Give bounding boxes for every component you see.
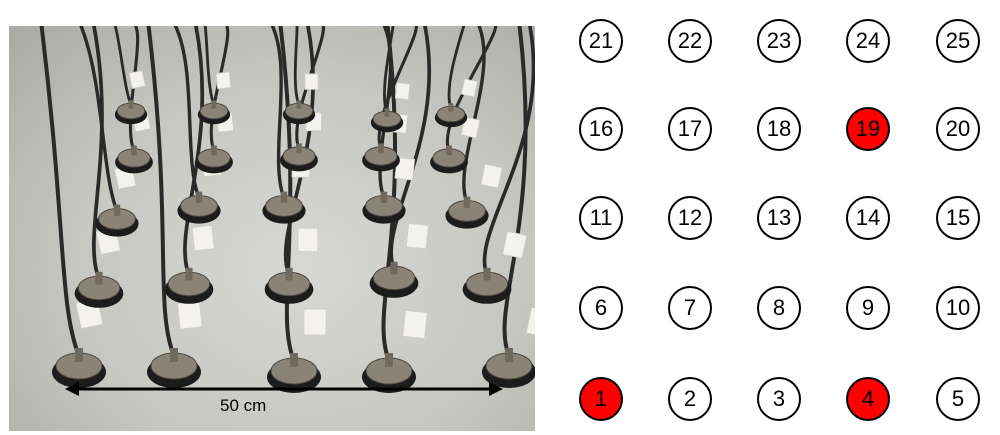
- electrode-4-highlighted: 4: [846, 377, 890, 421]
- electrode-23: 23: [757, 19, 801, 63]
- sensor-connector: [128, 100, 134, 109]
- electrode-1-highlighted: 1: [579, 377, 623, 421]
- sensor-connector: [446, 145, 452, 156]
- sensor-wire: [462, 26, 486, 204]
- electrode-19-highlighted: 19: [846, 107, 890, 151]
- sensor-array-drawing: [39, 26, 535, 396]
- electrode-2: 2: [668, 377, 712, 421]
- sensor-wire: [278, 26, 296, 362]
- sensor-tag: [460, 78, 478, 98]
- sensor-wire: [293, 26, 301, 106]
- electrode-24: 24: [846, 19, 890, 63]
- electrode-15: 15: [936, 196, 980, 240]
- sensor-connector: [505, 348, 513, 362]
- sensor-tag: [128, 70, 146, 90]
- sensor-wire: [482, 26, 535, 276]
- sensor-wire: [447, 26, 466, 109]
- sensor-wire: [381, 26, 397, 362]
- electrode-9: 9: [846, 286, 890, 330]
- electrode-3: 3: [757, 377, 801, 421]
- sensor-connector: [296, 100, 302, 109]
- sensor-tag: [460, 116, 481, 139]
- electrode-12: 12: [668, 196, 712, 240]
- sensor-tag: [525, 306, 535, 338]
- sensor-connector: [463, 196, 471, 208]
- electrode-6: 6: [579, 286, 623, 330]
- sensor-tag: [394, 82, 411, 100]
- sensor-tag: [480, 163, 503, 189]
- sensor-connector: [384, 108, 390, 117]
- sensor-connector: [211, 145, 217, 156]
- electrode-5: 5: [936, 377, 980, 421]
- sensor-connector: [483, 267, 491, 281]
- sensor-tag: [191, 225, 215, 252]
- electrode-14: 14: [846, 196, 890, 240]
- sensor-tag: [297, 227, 319, 252]
- sensor-connector: [285, 267, 293, 281]
- sensor-tag: [215, 71, 232, 90]
- sensor-connector: [211, 100, 217, 109]
- sensor-connector: [95, 271, 103, 285]
- sensor-connector: [185, 267, 193, 281]
- sensor-connector: [385, 353, 393, 367]
- sensor-tag: [394, 157, 416, 181]
- sensor-wire: [203, 26, 216, 106]
- electrode-7: 7: [668, 286, 712, 330]
- sensor-tag: [502, 230, 528, 259]
- scale-bar-right-arrowhead: [489, 382, 503, 396]
- electrode-18: 18: [757, 107, 801, 151]
- sensor-tag: [304, 73, 319, 90]
- sensor-connector: [290, 353, 298, 367]
- electrode-16: 16: [579, 107, 623, 151]
- sensor-wire: [113, 26, 133, 106]
- sensor-wire: [91, 26, 104, 280]
- sensor-tag: [177, 300, 203, 330]
- electrode-8: 8: [757, 286, 801, 330]
- sensor-connector: [380, 191, 388, 203]
- sensor-wire: [502, 26, 528, 357]
- electrode-21: 21: [579, 19, 623, 63]
- sensor-connector: [390, 261, 398, 275]
- sensor-tag: [303, 308, 327, 336]
- sensor-array-photo: 50 cm: [9, 26, 535, 431]
- scale-bar-left-arrowhead: [65, 382, 79, 396]
- electrode-22: 22: [668, 19, 712, 63]
- sensor-connector: [131, 145, 137, 156]
- sensor-connector: [296, 143, 302, 154]
- electrode-13: 13: [757, 196, 801, 240]
- sensor-connector: [378, 143, 384, 154]
- sensor-wire: [445, 26, 498, 152]
- electrode-10: 10: [936, 286, 980, 330]
- sensor-wire: [377, 26, 418, 150]
- electrode-20: 20: [936, 107, 980, 151]
- sensor-connector: [280, 191, 288, 203]
- sensor-connector: [170, 348, 178, 362]
- sensor-tag: [402, 309, 428, 339]
- electrode-11: 11: [579, 196, 623, 240]
- sensor-tag: [405, 223, 429, 250]
- electrode-25: 25: [936, 19, 980, 63]
- sensor-wire: [270, 26, 286, 199]
- sensor-wire: [39, 26, 81, 357]
- scale-bar-label: 50 cm: [220, 396, 267, 415]
- sensor-wire: [209, 26, 230, 152]
- sensor-connector: [195, 191, 203, 203]
- sensor-connector: [75, 348, 83, 362]
- sensor-connector: [113, 204, 121, 216]
- electrode-17: 17: [668, 107, 712, 151]
- sensor-connector: [448, 103, 454, 112]
- sensor-wire: [183, 26, 205, 276]
- sensor-wire: [146, 26, 176, 357]
